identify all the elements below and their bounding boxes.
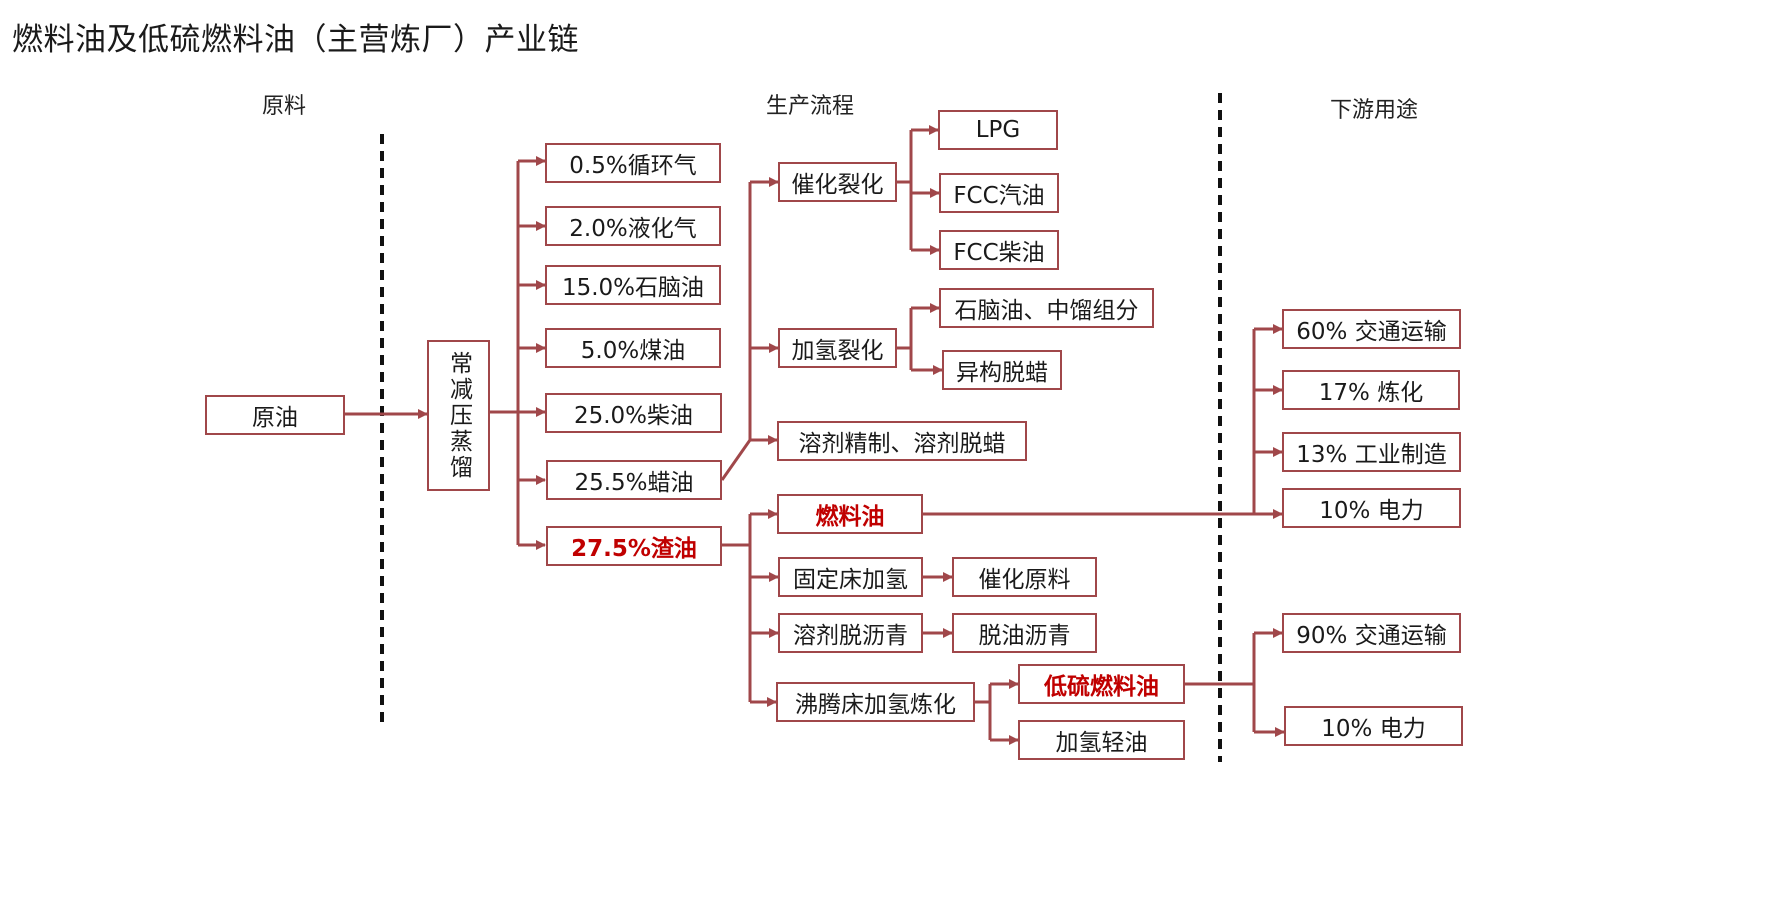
- node-lpg: LPG: [938, 110, 1058, 150]
- node-solvent-refining: 溶剂精制、溶剂脱蜡: [777, 421, 1027, 461]
- node-diesel-fraction: 25.0%柴油: [545, 393, 722, 433]
- node-downstream-transport-90: 90% 交通运输: [1282, 613, 1461, 653]
- node-downstream-refining-17: 17% 炼化: [1282, 370, 1460, 410]
- node-wax-oil-fraction: 25.5%蜡油: [546, 460, 722, 500]
- node-low-sulfur-fuel-oil: 低硫燃料油: [1018, 664, 1185, 704]
- node-lpg-fraction: 2.0%液化气: [545, 206, 721, 246]
- node-catalytic-cracking: 催化裂化: [778, 162, 897, 202]
- node-fixed-bed-hydrogenation: 固定床加氢: [778, 557, 923, 597]
- node-naphtha-middle-distillate: 石脑油、中馏组分: [939, 288, 1154, 328]
- node-fuel-oil: 燃料油: [777, 494, 923, 534]
- node-downstream-transport-60: 60% 交通运输: [1282, 309, 1461, 349]
- node-downstream-industry-13: 13% 工业制造: [1282, 432, 1461, 472]
- node-naphtha-fraction: 15.0%石脑油: [545, 265, 721, 305]
- node-downstream-power-10: 10% 电力: [1282, 488, 1461, 528]
- node-catalytic-feedstock: 催化原料: [952, 557, 1097, 597]
- node-fcc-diesel: FCC柴油: [939, 230, 1059, 270]
- node-fcc-gasoline: FCC汽油: [939, 173, 1059, 213]
- node-atmospheric-vacuum-distillation: 常减压蒸馏: [427, 340, 490, 491]
- node-deoiled-asphalt: 脱油沥青: [952, 613, 1097, 653]
- node-isodewaxing: 异构脱蜡: [942, 350, 1062, 390]
- node-hydrogenated-light-oil: 加氢轻油: [1018, 720, 1185, 760]
- page-title: 燃料油及低硫燃料油（主营炼厂）产业链: [12, 22, 579, 58]
- node-cycle-gas: 0.5%循环气: [545, 143, 721, 183]
- section-raw: 原料: [262, 94, 307, 119]
- section-process: 生产流程: [766, 94, 855, 119]
- node-downstream-power-10b: 10% 电力: [1284, 706, 1463, 746]
- node-kerosene-fraction: 5.0%煤油: [545, 328, 721, 368]
- section-downstream: 下游用途: [1330, 98, 1419, 123]
- node-crude-oil: 原油: [205, 395, 345, 435]
- node-residue-fraction: 27.5%渣油: [546, 526, 722, 566]
- node-hydrocracking: 加氢裂化: [778, 328, 897, 368]
- node-solvent-deasphalting: 溶剂脱沥青: [778, 613, 923, 653]
- node-ebullated-bed-hydrogenation: 沸腾床加氢炼化: [776, 682, 975, 722]
